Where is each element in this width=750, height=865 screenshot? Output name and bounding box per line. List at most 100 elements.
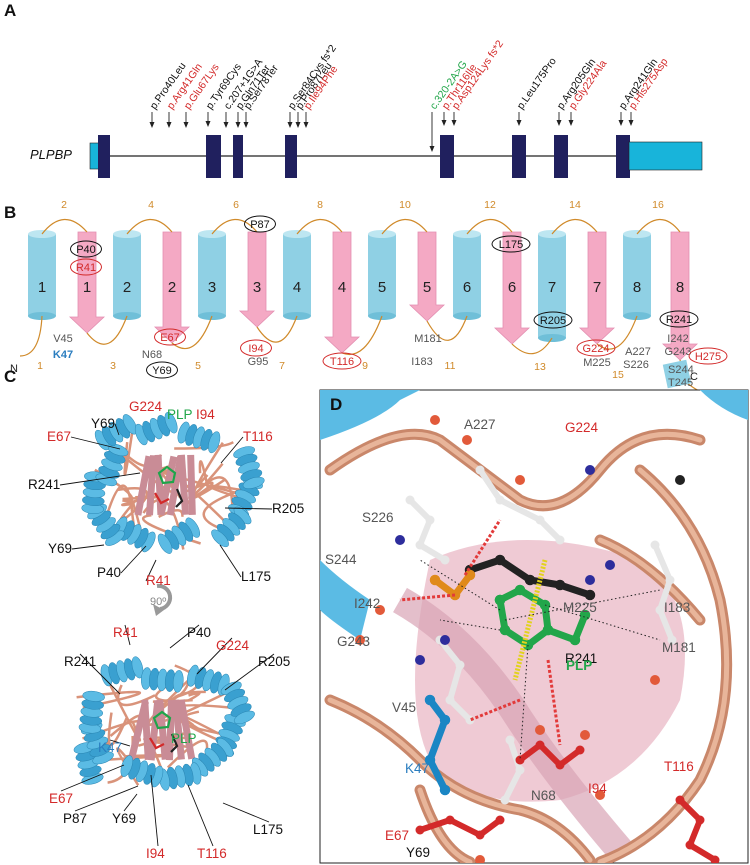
structure-label: T116: [664, 759, 694, 774]
loop-path: [341, 315, 383, 355]
loop-path: [86, 315, 128, 345]
helix-turn: [233, 710, 255, 725]
gene-name: PLPBP: [30, 147, 72, 162]
leader-line: [150, 774, 159, 847]
loop-path: [171, 315, 213, 350]
atom: [535, 740, 545, 750]
stick-bond: [426, 696, 449, 794]
structure-label: R241: [64, 654, 96, 669]
leader-line: [124, 624, 131, 646]
mutation-annotations: p.Pro40Leup.Arg41Glnp.Glu67Lysp.Tyr69Cys…: [148, 38, 671, 152]
atom: [455, 660, 465, 670]
exon-3: [233, 135, 243, 178]
structure-label: R41: [113, 625, 138, 640]
structure-label: PLP: [171, 731, 197, 746]
alpha-helix: [233, 446, 265, 489]
exon-6: [512, 135, 526, 178]
atom: [429, 574, 441, 586]
helix-number: 4: [293, 279, 301, 296]
atom: [475, 830, 485, 840]
structure-label: Y69: [91, 416, 115, 431]
atom: [675, 795, 685, 805]
stick-bond: [477, 467, 563, 543]
loop-number: 8: [317, 199, 323, 211]
mutation-arrowhead: [243, 122, 249, 128]
leader-line: [169, 624, 200, 649]
coil-loop: [121, 499, 139, 507]
structure-label: K47: [98, 740, 122, 755]
atom: [500, 795, 510, 805]
atom: [655, 605, 665, 615]
panel-a: A PLPBP p.Pro40Leup.Arg41Glnp.Glu67Lysp.…: [4, 1, 703, 178]
atom: [440, 635, 450, 645]
structure-label: M181: [662, 640, 696, 655]
alpha-helix: [100, 656, 144, 687]
atom: [555, 760, 565, 770]
strand-2: [153, 231, 191, 344]
atom: [515, 475, 525, 485]
structure-label: N68: [531, 788, 556, 803]
hydrogen-bond: [546, 659, 562, 746]
utr-3prime: [628, 141, 703, 171]
loop-number: 13: [534, 361, 546, 373]
atom: [535, 515, 545, 525]
panel-b-label: B: [4, 203, 16, 222]
residue-label: K47: [53, 349, 73, 361]
structure-label: P87: [63, 811, 87, 826]
helix-number: 3: [208, 279, 216, 296]
loop-number: 4: [148, 199, 154, 211]
contact-line: [519, 644, 529, 761]
atom: [424, 754, 436, 766]
stick-bond: [652, 542, 675, 643]
helix-5: [368, 234, 396, 316]
atom: [475, 855, 485, 863]
structure-label: R205: [272, 501, 304, 516]
structure-label: P40: [97, 565, 121, 580]
structure-label: S244: [325, 552, 357, 567]
mutation-arrowhead: [451, 120, 457, 126]
exon-2: [206, 135, 221, 178]
mutation-arrowhead: [205, 121, 211, 127]
residue-circle: [688, 347, 728, 365]
coil-highlight: [597, 467, 730, 863]
residue-label: R205: [540, 315, 566, 327]
residue-circle: [322, 352, 362, 370]
residue-label: V45: [53, 333, 73, 345]
structure-label: M225: [563, 600, 597, 615]
plp-ligand: [157, 465, 177, 485]
loop-path: [551, 218, 598, 235]
atom: [439, 714, 451, 726]
residue-circle: [533, 311, 573, 329]
mutation-arrowhead: [235, 122, 241, 128]
leader-line: [114, 423, 120, 436]
loop-number: 15: [612, 369, 624, 381]
loop-number: 7: [279, 360, 285, 372]
residue-circle: [576, 339, 616, 357]
beta-strand: [187, 454, 196, 515]
leader-line: [222, 802, 270, 823]
loop-number: 10: [399, 199, 411, 211]
atom: [415, 540, 425, 550]
residue-label: I94: [248, 343, 263, 355]
alpha-helix: [78, 690, 105, 734]
mutation-arrowhead: [441, 120, 447, 126]
alpha-helix: [141, 667, 184, 693]
side-chain: [149, 737, 165, 750]
residue-label: L175: [499, 239, 523, 251]
loop-path: [211, 218, 258, 235]
loop-path: [381, 218, 428, 235]
alpha-helix: [120, 755, 164, 788]
loop-path: [426, 315, 468, 341]
exon-1: [98, 135, 110, 178]
beta-strand: [177, 699, 196, 760]
atom: [555, 535, 565, 545]
residue-label: P87: [250, 219, 270, 231]
loop-number: 9: [362, 360, 368, 372]
loop-number: 3: [110, 360, 116, 372]
mutation-arrowhead: [303, 122, 309, 128]
alpha-helix: [211, 506, 252, 548]
mutation-arrowhead: [295, 122, 301, 128]
coil-loop: [187, 691, 201, 702]
strand-number: 6: [508, 279, 516, 296]
